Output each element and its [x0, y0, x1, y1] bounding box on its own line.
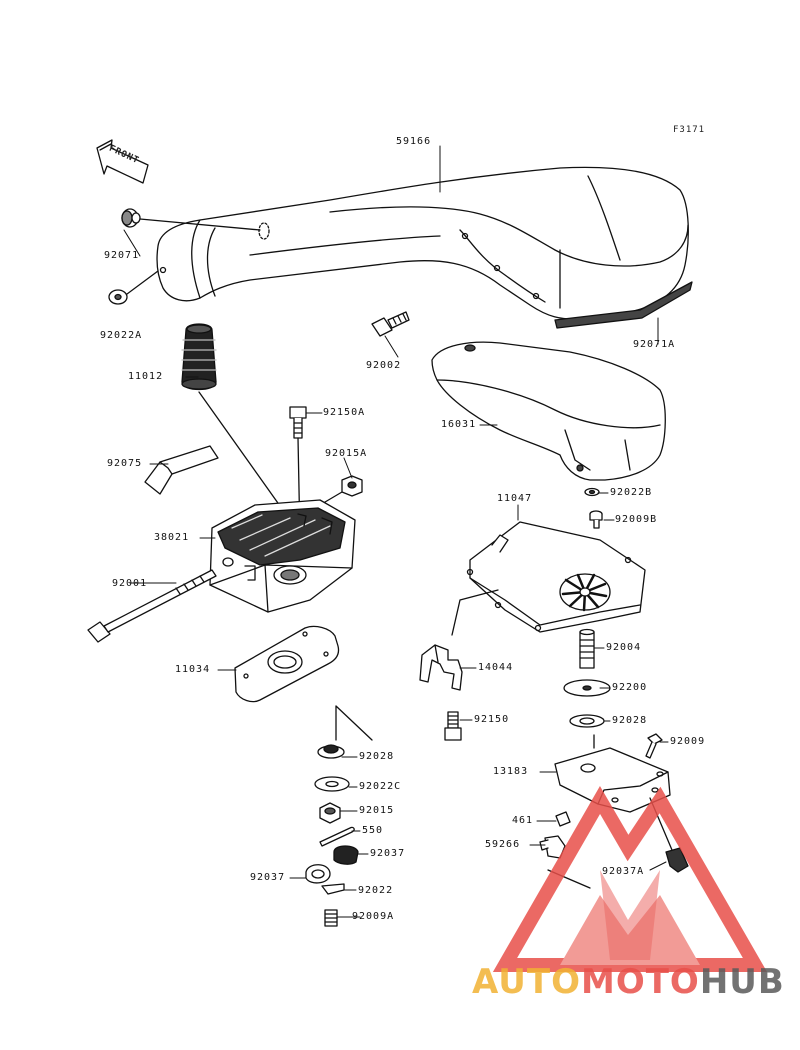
clamp-92037-right-drawing: [333, 845, 359, 865]
nut-92015a-drawing: [341, 475, 363, 497]
stud-92004-drawing: [579, 628, 595, 669]
automotohub-logo-icon: [492, 786, 768, 972]
part-label-92150a: 92150A: [323, 407, 366, 418]
washer-92022a-drawing: [108, 289, 128, 305]
cover-16031-drawing: [431, 341, 666, 481]
part-label-92004: 92004: [606, 642, 642, 653]
grommet-92071-drawing: [121, 208, 141, 228]
leader-lines: [123, 145, 669, 918]
plate-11047-drawing: [466, 521, 646, 633]
watermark-hub: HUB: [699, 962, 785, 1002]
pin-550-drawing: [319, 826, 355, 847]
part-label-11047: 11047: [497, 493, 533, 504]
washer-92022b-drawing: [584, 487, 600, 497]
screw-92009b-drawing: [589, 510, 603, 529]
part-label-92028-left: 92028: [359, 751, 395, 762]
clip-92037a-drawing: [665, 847, 689, 873]
clamp-92037-left-drawing: [305, 864, 331, 884]
seal-strip-92071a-drawing: [554, 281, 693, 329]
bolt-92150-drawing: [444, 711, 462, 741]
part-label-92037a: 92037A: [602, 866, 645, 877]
part-label-92015: 92015: [359, 805, 395, 816]
part-label-92009a: 92009A: [352, 911, 395, 922]
part-label-92037-right: 92037: [370, 848, 406, 859]
screw-92009a-drawing: [324, 909, 338, 927]
figure-code: F3171: [673, 125, 706, 135]
part-label-92071a: 92071A: [633, 339, 676, 350]
part-label-550: 550: [362, 825, 384, 836]
pad-11034-drawing: [234, 625, 340, 703]
part-label-92022b: 92022B: [610, 487, 653, 498]
washer-92028-right-drawing: [569, 714, 605, 728]
bracket-13183-drawing: [554, 747, 671, 813]
part-label-92200: 92200: [612, 682, 648, 693]
part-label-38021: 38021: [154, 532, 190, 543]
part-label-92001: 92001: [112, 578, 148, 589]
part-label-13183: 13183: [493, 766, 529, 777]
battery-case-38021-drawing: [209, 499, 356, 613]
washer-92022c-drawing: [314, 776, 350, 792]
part-label-92022a: 92022A: [100, 330, 143, 341]
part-label-92028-right: 92028: [612, 715, 648, 726]
part-label-92022: 92022: [358, 885, 394, 896]
part-label-92009: 92009: [670, 736, 706, 747]
front-arrow-icon: [96, 139, 149, 184]
washer-92028-left-drawing: [317, 744, 345, 759]
part-label-92075: 92075: [107, 458, 143, 469]
part-label-92015a: 92015A: [325, 448, 368, 459]
part-label-92002: 92002: [366, 360, 402, 371]
bolt-92150a-drawing: [289, 406, 307, 439]
bolt-92001-drawing: [87, 569, 217, 643]
watermark-auto: AUTO: [472, 962, 581, 1002]
part-label-59266: 59266: [485, 839, 521, 850]
hood-59166-drawing: [156, 166, 689, 320]
nut-461-drawing: [555, 811, 571, 827]
part-label-92037-left: 92037: [250, 872, 286, 883]
part-label-16031: 16031: [441, 419, 477, 430]
bolt-92002-drawing: [371, 311, 410, 337]
rubber-boot-11012-drawing: [181, 323, 217, 391]
part-label-59166: 59166: [396, 136, 432, 147]
bracket-92075-drawing: [144, 445, 219, 495]
part-label-11034: 11034: [175, 664, 211, 675]
part-label-11012: 11012: [128, 371, 164, 382]
part-label-14044: 14044: [478, 662, 514, 673]
part-label-92071: 92071: [104, 250, 140, 261]
screw-92009-drawing: [645, 733, 663, 759]
part-label-92009b: 92009B: [615, 514, 658, 525]
part-label-461: 461: [512, 815, 534, 826]
part-label-92150: 92150: [474, 714, 510, 725]
bracket-92022-drawing: [321, 883, 345, 895]
watermark-text: AUTOMOTOHUB: [472, 962, 785, 1002]
bracket-14044-drawing: [419, 644, 463, 691]
nut-92015-drawing: [319, 802, 341, 824]
part-label-92022c: 92022C: [359, 781, 402, 792]
watermark-moto: MOTO: [580, 962, 700, 1002]
